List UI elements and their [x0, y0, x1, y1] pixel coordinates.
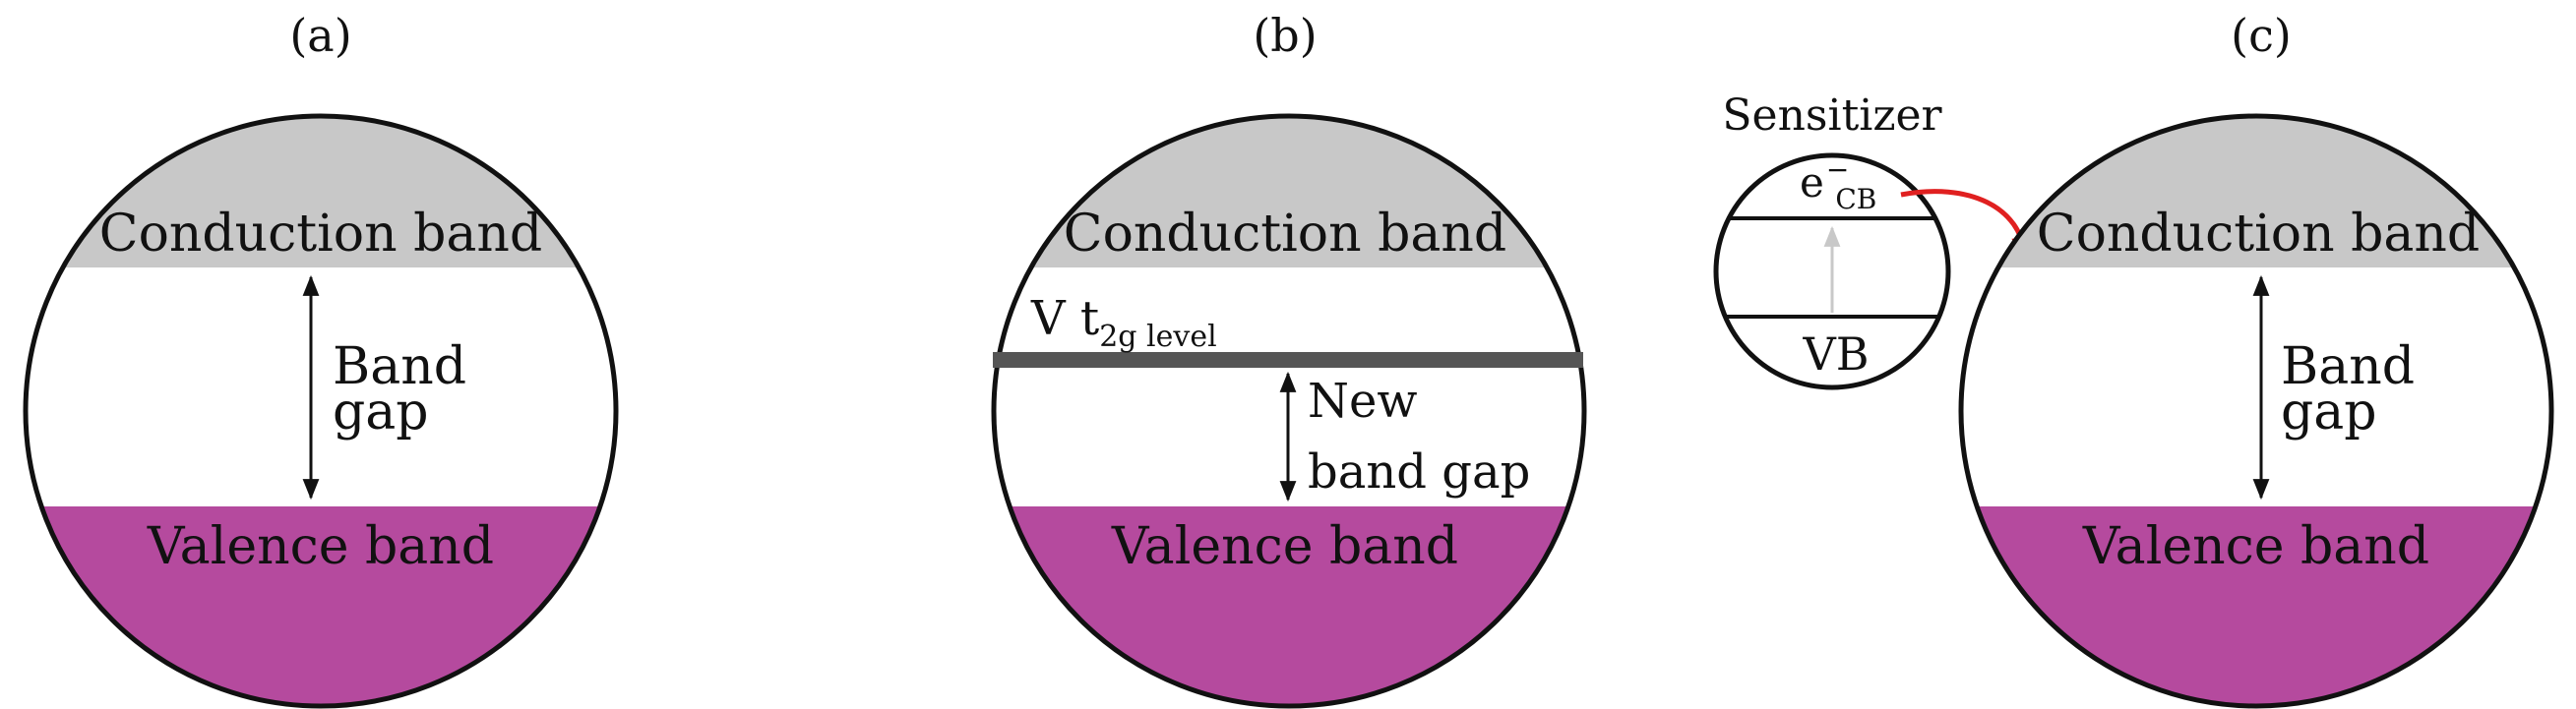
- panel-a-gap-line1: Band: [333, 337, 466, 396]
- panel-a-circle: [23, 113, 619, 709]
- sensitizer-title: Sensitizer: [1722, 90, 1942, 141]
- sensitizer-electron-symbol: e: [1800, 158, 1824, 207]
- panel-b-dopant-level-line: [993, 352, 1583, 368]
- panel-b-level-label: V t2g level: [1030, 291, 1217, 354]
- panel-b-conduction-label: Conduction band: [1064, 205, 1506, 264]
- panel-b-circle: [991, 113, 1587, 709]
- panel-b-caption: (b): [1253, 9, 1317, 62]
- sensitizer-electron-sub: CB: [1835, 183, 1876, 215]
- sensitizer-electron-sup: −: [1826, 153, 1849, 186]
- panel-c-gap-line2: gap: [2281, 383, 2377, 442]
- panel-c: (c) Conduction band Valence band Band ga…: [1958, 9, 2554, 709]
- sensitizer: Sensitizer e−CB VB: [1713, 90, 2037, 390]
- panel-b: (b) Conduction band V t2g level New band…: [991, 9, 1587, 709]
- sensitizer-electron-label: e−CB: [1800, 153, 1876, 215]
- panel-c-gap-line1: Band: [2281, 337, 2415, 396]
- panel-a-gap-line2: gap: [333, 383, 429, 442]
- panel-c-conduction-label: Conduction band: [2037, 205, 2480, 264]
- panel-c-caption: (c): [2231, 9, 2292, 62]
- panel-b-gap-line1: New: [1308, 374, 1418, 429]
- panel-c-circle: [1958, 113, 2554, 709]
- panel-c-valence-label: Valence band: [2082, 517, 2429, 576]
- panel-a-caption: (a): [289, 9, 351, 62]
- panel-a: (a) Conduction band Valence band Band ga…: [23, 9, 619, 709]
- panel-b-level-main: V t: [1030, 291, 1099, 346]
- sensitizer-vb-label: VB: [1802, 327, 1869, 381]
- panel-b-gap-line2: band gap: [1308, 444, 1530, 500]
- panel-a-valence-label: Valence band: [147, 517, 494, 576]
- panel-a-conduction-label: Conduction band: [99, 205, 542, 264]
- panel-b-level-sub: 2g level: [1099, 320, 1216, 354]
- panel-b-valence-label: Valence band: [1111, 517, 1458, 576]
